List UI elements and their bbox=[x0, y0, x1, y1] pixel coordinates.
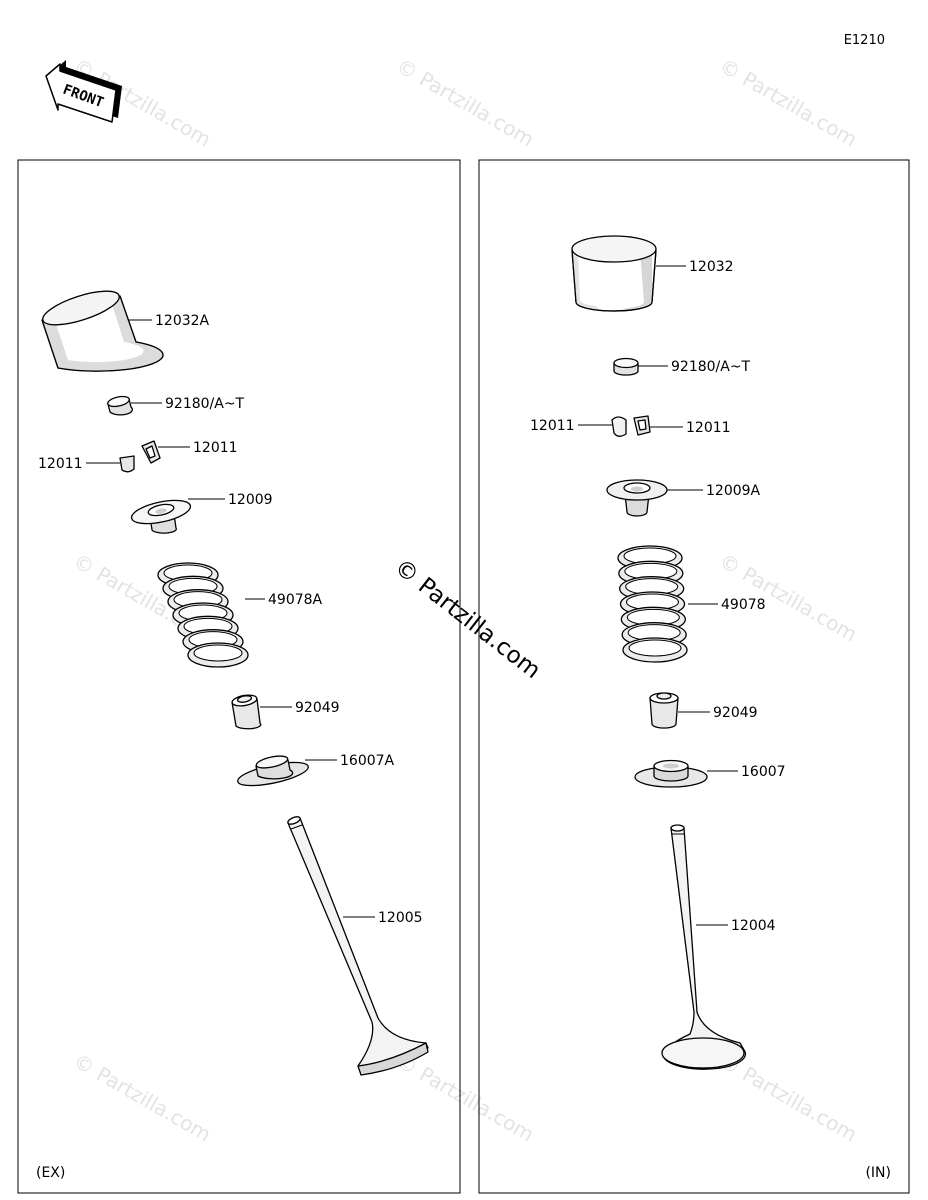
exhaust-spring bbox=[157, 562, 249, 668]
intake-spring-seat bbox=[634, 759, 708, 788]
intake-retainer bbox=[606, 479, 668, 517]
spring-coil-inner bbox=[193, 644, 243, 662]
intake-tappet bbox=[571, 235, 657, 312]
exhaust-cotter-right bbox=[141, 440, 161, 464]
intake-cotter-right bbox=[633, 415, 651, 436]
part-label-intake-valve-seal: 92049 bbox=[713, 705, 758, 721]
intake-panel-caption: (IN) bbox=[865, 1165, 891, 1181]
intake-valve-seal bbox=[649, 692, 679, 729]
intake-shim bbox=[613, 357, 639, 376]
exhaust-tappet bbox=[41, 290, 164, 372]
part-label-exhaust-cotter-right: 12011 bbox=[193, 440, 238, 456]
diagram-code: E1210 bbox=[844, 33, 885, 48]
part-label-exhaust-spring-seat: 16007A bbox=[340, 753, 395, 769]
watermark: © Partzilla.com bbox=[393, 54, 539, 152]
part-label-intake-spring-seat: 16007 bbox=[741, 764, 786, 780]
part-label-exhaust-valve-seal: 92049 bbox=[295, 700, 340, 716]
part-label-intake-shim: 92180/A~T bbox=[671, 359, 751, 375]
exhaust-shim bbox=[107, 395, 133, 416]
exhaust-cotter-left bbox=[119, 455, 135, 473]
part-label-exhaust-valve: 12005 bbox=[378, 910, 423, 926]
watermark: © Partzilla.com bbox=[393, 1049, 539, 1147]
part-label-exhaust-shim: 92180/A~T bbox=[165, 396, 245, 412]
part-label-intake-spring: 49078 bbox=[721, 597, 766, 613]
part-label-exhaust-tappet: 12032A bbox=[155, 313, 210, 329]
part-label-intake-cotter-right: 12011 bbox=[686, 420, 731, 436]
exhaust-valve-seal bbox=[231, 694, 262, 730]
exhaust-retainer bbox=[130, 499, 192, 534]
part-label-exhaust-retainer: 12009 bbox=[228, 492, 273, 508]
exhaust-panel-frame bbox=[17, 159, 461, 1194]
watermark: © Partzilla.com bbox=[716, 54, 862, 152]
spring-coil-inner bbox=[628, 639, 682, 657]
intake-spring bbox=[617, 545, 688, 663]
intake-valve bbox=[661, 824, 747, 1070]
center-watermark: © Partzilla.com bbox=[389, 554, 545, 684]
part-label-exhaust-cotter-left: 12011 bbox=[38, 456, 83, 472]
part-label-intake-cotter-left: 12011 bbox=[530, 418, 575, 434]
exhaust-spring-seat bbox=[237, 755, 309, 787]
exhaust-panel-caption: (EX) bbox=[36, 1165, 65, 1181]
part-label-exhaust-spring: 49078A bbox=[268, 592, 323, 608]
front-arrow: FRONT bbox=[45, 60, 122, 123]
part-label-intake-tappet: 12032 bbox=[689, 259, 734, 275]
part-label-intake-retainer: 12009A bbox=[706, 483, 761, 499]
exhaust-valve bbox=[287, 816, 429, 1076]
intake-cotter-left bbox=[611, 416, 627, 437]
part-label-intake-valve: 12004 bbox=[731, 918, 776, 934]
watermark: © Partzilla.com bbox=[70, 1049, 216, 1147]
intake-panel-frame bbox=[478, 159, 910, 1194]
